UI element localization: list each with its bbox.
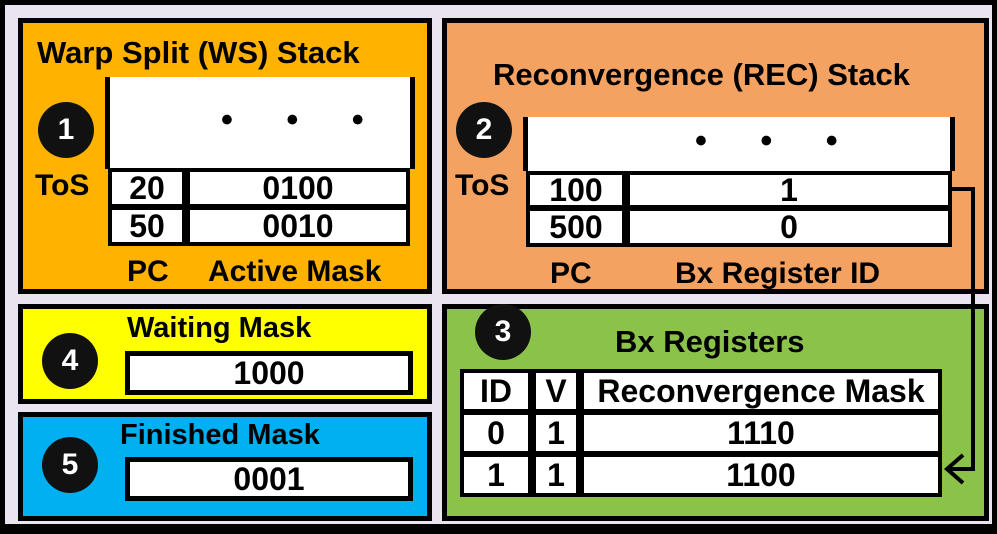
finished-mask-value: 0001	[125, 457, 413, 501]
rec-tos-label: ToS	[455, 169, 510, 202]
finished-mask-number-badge: 5	[42, 437, 98, 493]
ws-col-mask-label: Active Mask	[208, 255, 382, 288]
ws-col-pc-label: PC	[127, 255, 169, 288]
rec-stack-ellipsis-cell	[523, 117, 955, 171]
rec-col-pc-label: PC	[550, 257, 592, 290]
rec-row-2-reg: 0	[626, 207, 952, 247]
rec-stack-title: Reconvergence (REC) Stack	[493, 57, 910, 92]
ws-row-1-pc: 20	[108, 168, 186, 208]
ws-tos-label: ToS	[35, 169, 90, 202]
bx-row-2-id: 1	[460, 453, 532, 497]
register-link-arrow	[943, 187, 975, 485]
rec-row-2-pc: 500	[526, 207, 626, 247]
bx-row-2-mask: 1100	[580, 453, 942, 497]
ws-stack-title: Warp Split (WS) Stack	[37, 35, 360, 70]
bx-header-id: ID	[460, 369, 532, 413]
bx-registers-number-badge: 3	[475, 304, 531, 360]
waiting-mask-title: Waiting Mask	[127, 312, 312, 344]
ws-row-2-mask: 0010	[186, 206, 410, 246]
ws-stack-number-badge: 1	[38, 102, 94, 158]
bx-row-2-v: 1	[532, 453, 580, 497]
ws-stack-ellipsis: • • •	[221, 101, 386, 139]
rec-col-reg-label: Bx Register ID	[675, 257, 881, 290]
finished-mask-title: Finished Mask	[120, 419, 320, 451]
waiting-mask-number-badge: 4	[42, 333, 98, 389]
waiting-mask-value: 1000	[125, 351, 413, 395]
rec-stack-ellipsis: • • •	[695, 122, 860, 160]
ws-stack-ellipsis-cell	[105, 77, 415, 169]
ws-row-2-pc: 50	[108, 206, 186, 246]
bx-registers-title: Bx Registers	[615, 324, 805, 359]
rec-stack-number-badge: 2	[456, 102, 512, 158]
